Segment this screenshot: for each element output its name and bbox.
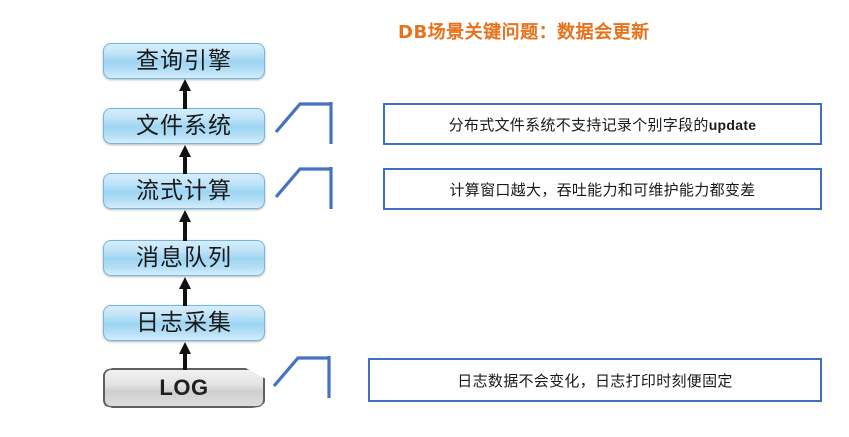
stage-box-query-engine[interactable]: 查询引擎 <box>103 43 265 79</box>
arrow-up-icon <box>179 210 191 241</box>
stage-label: 查询引擎 <box>136 47 232 74</box>
arrow-up-icon <box>179 145 191 174</box>
stage-box-file-system[interactable]: 文件系统 <box>103 108 265 144</box>
callout-file-system-box[interactable]: 分布式文件系统不支持记录个别字段的update <box>383 103 822 145</box>
callout-stream-computing-box[interactable]: 计算窗口越大，吞吐能力和可维护能力都变差 <box>383 168 822 210</box>
callout-text: 分布式文件系统不支持记录个别字段的update <box>449 114 757 135</box>
arrow-up-icon <box>179 79 191 109</box>
stage-label: 文件系统 <box>136 112 232 139</box>
stage-box-stream-computing[interactable]: 流式计算 <box>103 173 265 209</box>
callout-text-cn: 分布式文件系统不支持记录个别字段的 <box>448 115 709 134</box>
arrow-up-icon <box>179 342 191 370</box>
callout-text: 计算窗口越大，吞吐能力和可维护能力都变差 <box>449 179 755 200</box>
page-title: DB场景关键问题：数据会更新 <box>398 22 650 43</box>
callout-log-source-box[interactable]: 日志数据不会变化，日志打印时刻便固定 <box>368 358 822 402</box>
arrow-up-icon <box>179 277 191 306</box>
connector-file-system <box>274 102 333 144</box>
connector-log-source <box>272 356 331 398</box>
stage-label: 消息队列 <box>136 244 232 271</box>
stage-box-message-queue[interactable]: 消息队列 <box>103 240 265 276</box>
stage-box-log-collection[interactable]: 日志采集 <box>103 305 265 341</box>
stage-label: 日志采集 <box>136 309 232 336</box>
callout-text-cn: 计算窗口越大，吞吐能力和可维护能力都变差 <box>449 180 756 199</box>
callout-text: 日志数据不会变化，日志打印时刻便固定 <box>457 370 732 391</box>
callout-text-en: update <box>708 116 757 133</box>
connector-stream-computing <box>274 167 333 209</box>
stage-label: 流式计算 <box>136 177 232 204</box>
log-source-box[interactable]: LOG <box>103 368 265 408</box>
log-source-label: LOG <box>159 375 209 400</box>
callout-text-cn: 日志数据不会变化，日志打印时刻便固定 <box>457 371 733 390</box>
